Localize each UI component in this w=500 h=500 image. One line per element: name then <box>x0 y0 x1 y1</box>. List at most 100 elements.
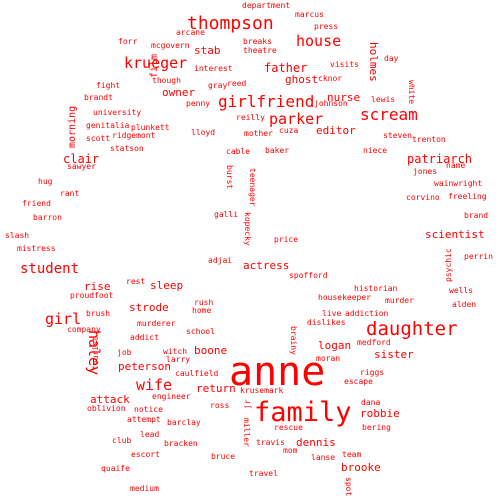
word: robbie <box>360 407 400 420</box>
word: galli <box>214 210 239 219</box>
word: morning <box>67 105 78 148</box>
word: family <box>254 397 352 428</box>
word: jr <box>243 399 252 409</box>
word: thompson <box>187 13 274 34</box>
word: name <box>446 161 466 170</box>
word: lloyd <box>191 128 216 137</box>
word: nurse <box>327 91 361 104</box>
word: reilly <box>236 113 265 122</box>
word: psychic <box>444 248 453 282</box>
word: actress <box>243 259 290 272</box>
word: mistress <box>17 244 56 253</box>
word: addict <box>130 333 159 342</box>
word: quaife <box>101 464 130 473</box>
word: peterson <box>118 360 171 373</box>
word: penny <box>186 99 211 108</box>
word: cable <box>226 147 251 156</box>
word: larry <box>166 355 191 364</box>
word: stab <box>194 44 221 57</box>
word: ross <box>210 401 230 410</box>
word: school <box>186 327 215 336</box>
word: anne <box>229 349 326 395</box>
word: reed <box>227 79 247 88</box>
word: baker <box>265 146 290 155</box>
word: corvino <box>406 193 440 202</box>
word: medford <box>357 338 391 347</box>
word: mcgovern <box>151 41 190 50</box>
word: escape <box>344 377 373 386</box>
word: cuza <box>279 126 299 135</box>
word: company <box>67 325 101 334</box>
word: parker <box>269 110 324 128</box>
word: owner <box>162 86 196 99</box>
word: proudfoot <box>70 291 114 300</box>
word: sleep <box>150 279 184 292</box>
word: genitalia <box>86 121 130 130</box>
word: scream <box>360 105 418 124</box>
word: brush <box>86 309 111 318</box>
word: day <box>384 54 399 63</box>
word: sister <box>374 348 414 361</box>
word: addiction <box>345 309 389 318</box>
word: attack <box>90 393 130 406</box>
word: barclay <box>167 418 201 427</box>
word: lanse <box>311 453 336 462</box>
word: logan <box>318 339 352 352</box>
word: spofford <box>289 271 328 280</box>
word: rise <box>84 280 111 293</box>
word: tourist <box>91 336 100 370</box>
word: price <box>274 235 299 244</box>
word: clair <box>63 152 100 166</box>
word: arcane <box>176 28 205 37</box>
word: slash <box>5 231 30 240</box>
word: mom <box>283 446 298 455</box>
word: fight <box>96 81 121 90</box>
word: jones <box>413 167 438 176</box>
word: bracken <box>164 439 198 448</box>
word: perrin <box>464 252 493 261</box>
word: rescue <box>274 423 303 432</box>
word: notice <box>134 405 163 414</box>
word: spot <box>344 477 353 497</box>
word: club <box>112 436 132 445</box>
word: lewis <box>371 95 396 104</box>
word: gray <box>208 81 228 90</box>
word: scott <box>86 134 111 143</box>
word: miller <box>242 418 251 447</box>
word: white <box>407 80 416 105</box>
word: job <box>117 348 132 357</box>
word: moran <box>316 354 341 363</box>
word: though <box>152 76 181 85</box>
word: trenton <box>412 135 446 144</box>
word: niece <box>363 146 388 155</box>
word: riggs <box>360 368 385 377</box>
word: krusemark <box>240 386 284 395</box>
word: wainwright <box>434 179 483 188</box>
word: department <box>242 1 291 10</box>
word: live <box>322 309 342 318</box>
word: ghost <box>285 73 319 86</box>
word: teenager <box>248 168 257 207</box>
word: travel <box>249 469 278 478</box>
word: breaks <box>243 37 272 46</box>
word: statson <box>110 144 144 153</box>
word: student <box>20 261 80 277</box>
word: sawyer <box>67 162 96 171</box>
word: barron <box>33 213 62 222</box>
word: bruce <box>211 452 236 461</box>
word: kopecky <box>243 212 252 246</box>
word: editor <box>316 124 356 137</box>
word: brand <box>464 211 489 220</box>
word: attempt <box>127 415 161 424</box>
word: press <box>314 22 339 31</box>
word: oblivion <box>87 404 126 413</box>
word: wife <box>136 376 173 394</box>
word: girlfriend <box>218 92 315 111</box>
word: hug <box>38 177 53 186</box>
word: cknor <box>318 74 343 83</box>
word: rush <box>194 298 214 307</box>
word: wells <box>449 286 474 295</box>
word: return <box>196 382 236 395</box>
word: brooke <box>341 461 381 474</box>
